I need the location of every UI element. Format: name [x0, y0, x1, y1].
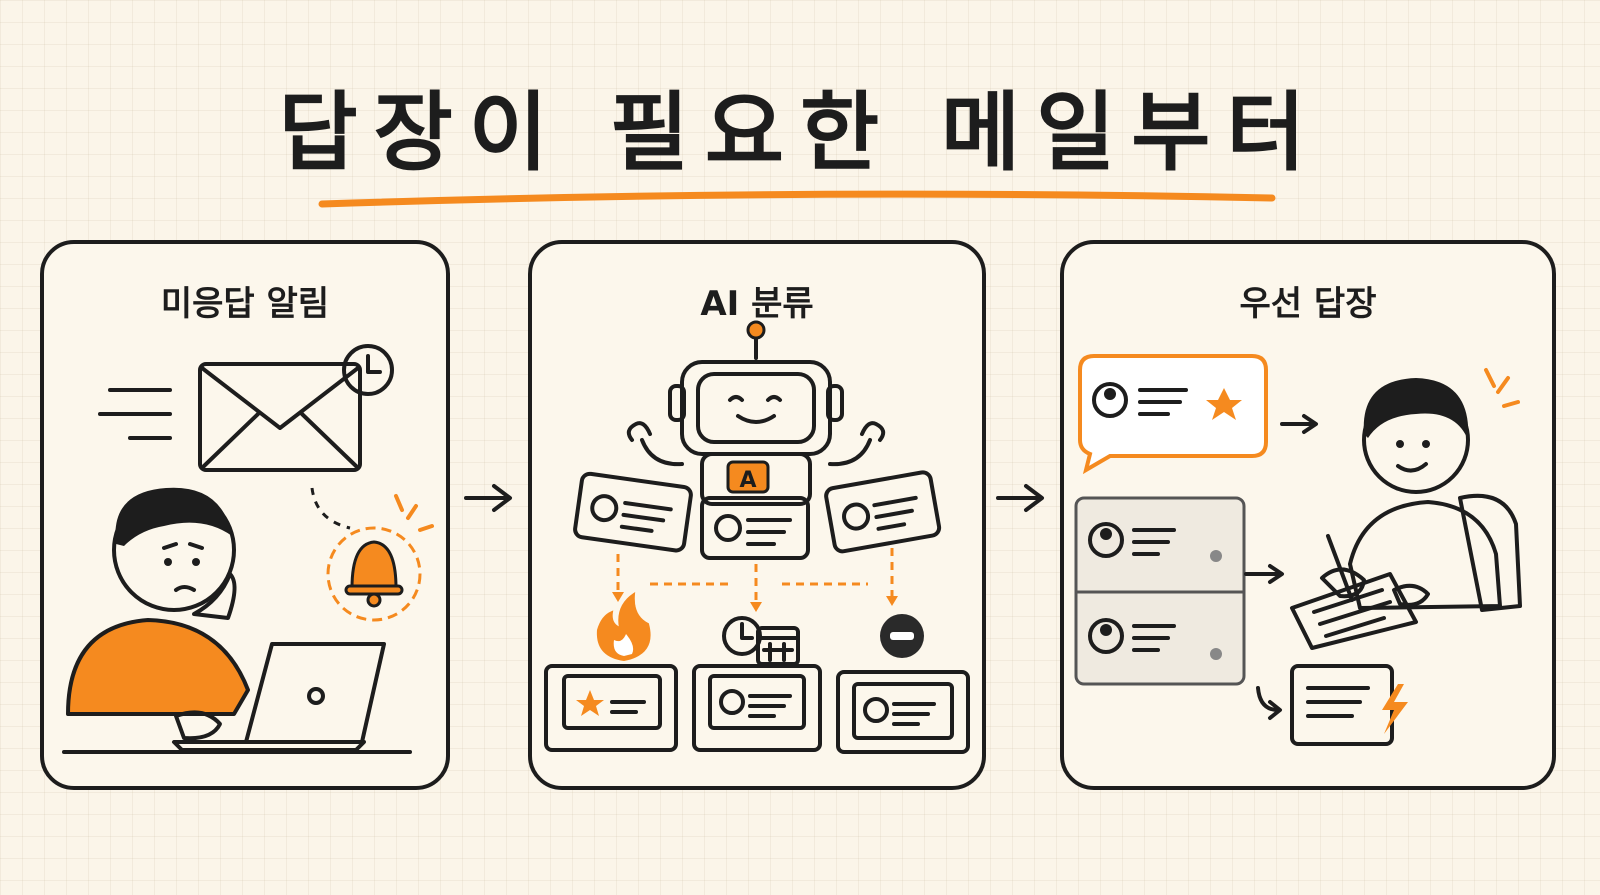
urgent-tray: [544, 664, 678, 752]
panel-unanswered-alert: 미응답 알림: [40, 240, 450, 790]
email-card: [573, 471, 693, 553]
panel-priority-reply: 우선 답장: [1060, 240, 1556, 790]
clock-icon: [342, 344, 394, 396]
panel-ai-classification: AI 분류 A: [528, 240, 986, 790]
robot-icon: [626, 320, 886, 506]
panel-reply-art: [1074, 354, 1522, 746]
panel-title: AI 분류: [700, 284, 814, 324]
scheduled-tray: [692, 664, 822, 752]
email-card: [824, 470, 942, 554]
dashed-connector: [310, 487, 351, 530]
arrow-to-person-icon: [1280, 414, 1318, 434]
worried-person: [66, 487, 250, 716]
envelope-icon: [198, 362, 362, 472]
page-title: 답장이 필요한 메일부터: [278, 83, 1322, 183]
minus-circle-icon: [880, 614, 924, 658]
bell-icon: [326, 494, 434, 622]
email-card: [700, 496, 810, 560]
laptop-icon: [62, 642, 412, 754]
fire-icon: [596, 592, 651, 662]
priority-email-card: [1078, 354, 1268, 475]
robot-badge: A: [739, 468, 756, 493]
quick-reply-card: [1290, 664, 1408, 746]
flow-arrow-1-icon: [464, 484, 512, 512]
clock-calendar-icon: [722, 616, 800, 666]
arrow-to-quick-reply-icon: [1256, 686, 1282, 720]
panel-ai-art: A: [544, 320, 970, 754]
flow-arrow-2-icon: [996, 484, 1044, 512]
arrow-to-note-icon: [1244, 564, 1284, 584]
routing-lines: [616, 548, 894, 602]
title-underline: [318, 190, 1276, 208]
routing-arrowheads: [612, 592, 898, 612]
email-stack: [1074, 496, 1246, 686]
panel-unanswered-art: [62, 344, 434, 754]
low-priority-tray: [836, 670, 970, 754]
panel-title: 우선 답장: [1239, 284, 1377, 324]
happy-person: [1290, 368, 1522, 650]
panel-title: 미응답 알림: [160, 284, 330, 324]
speed-lines: [98, 388, 172, 440]
